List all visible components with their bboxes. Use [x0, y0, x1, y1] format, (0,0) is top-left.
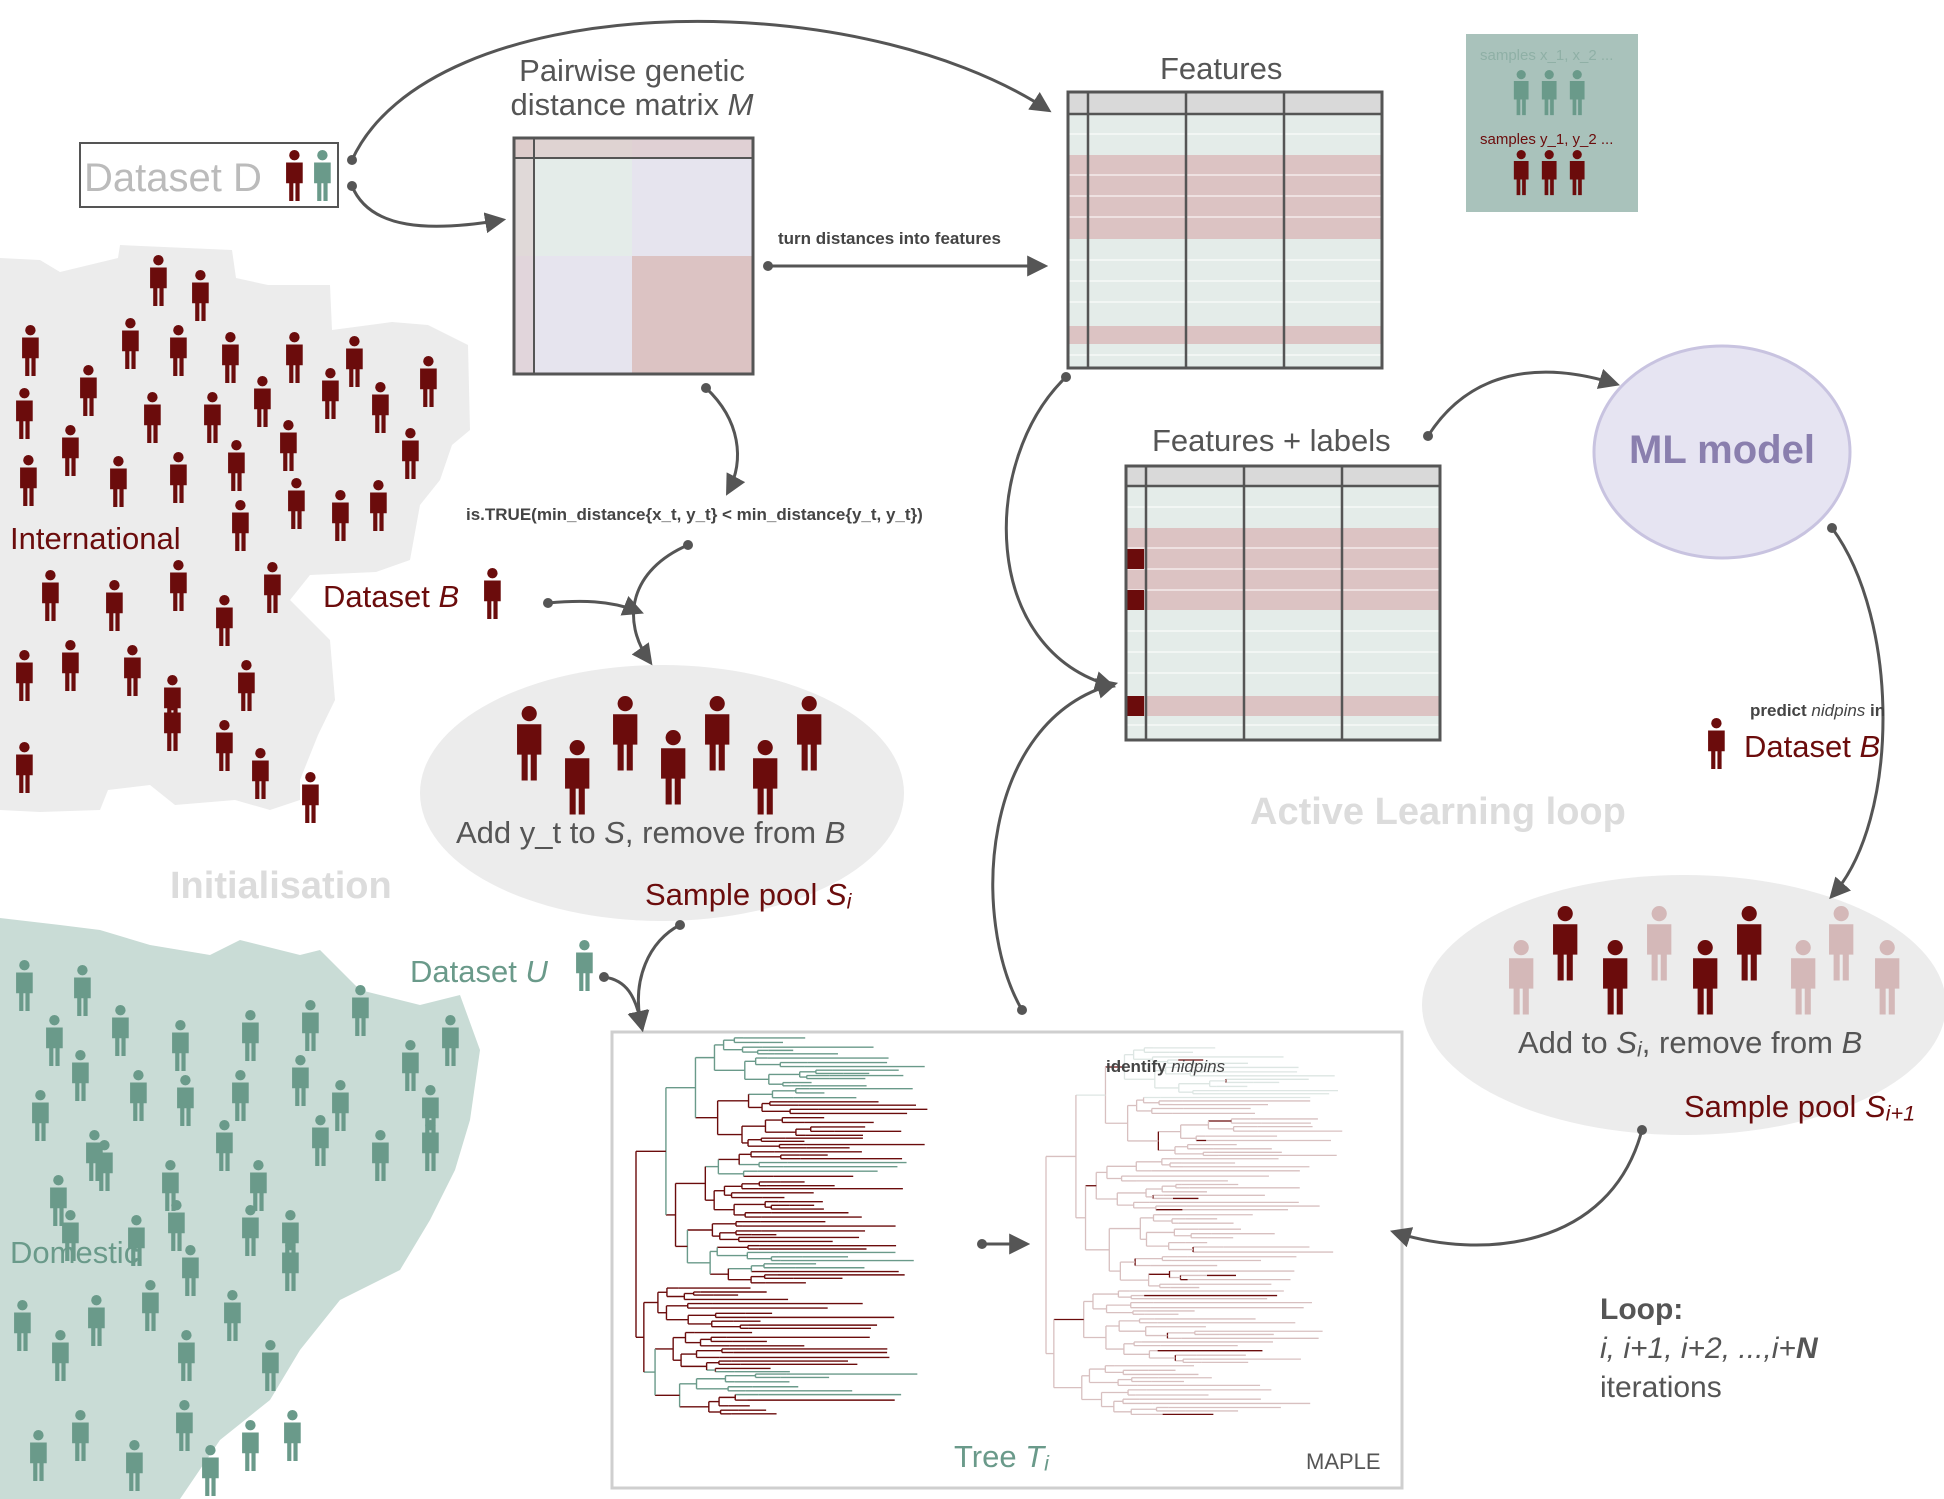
ml-model-ellipse: [1592, 344, 1852, 560]
predict-label: predict nidpins in: [1750, 701, 1886, 721]
ml-model-label: ML model: [1629, 428, 1815, 472]
features-labels-title: Features + labels: [1152, 423, 1391, 458]
tree-label: Tree Ti: [954, 1439, 1049, 1476]
loop-iterations: iterations: [1600, 1371, 1722, 1404]
person-icon: [484, 568, 501, 619]
predict-var: nidpins: [1811, 701, 1866, 720]
features-table: [1066, 90, 1384, 370]
predict-text: predict: [1750, 701, 1807, 720]
add-to-label: Add to Si, remove from B: [1518, 1025, 1863, 1062]
dataset-d-label: Dataset D: [84, 156, 262, 200]
maple-label: MAPLE: [1306, 1449, 1381, 1474]
matrix-title-line2: distance matrix M: [500, 88, 764, 122]
sample-pool-i1-text: Sample pool: [1684, 1089, 1857, 1124]
loop-label: Loop: i, i+1, i+2, ...,i+N iterations: [1600, 1290, 1818, 1407]
add-y-t-var: S: [604, 815, 625, 850]
add-to-text2: , remove from: [1641, 1025, 1833, 1060]
dataset-u-label: Dataset U: [410, 954, 548, 989]
arrow-icon: [1390, 1129, 1644, 1248]
add-to-var: S: [1616, 1025, 1637, 1060]
add-y-t-label: Add y_t to S, remove from B: [456, 815, 846, 850]
person-icon: [284, 1410, 301, 1461]
dataset-b-text: Dataset: [323, 579, 430, 614]
matrix-title-var: M: [727, 87, 754, 123]
international-label: International: [10, 521, 181, 556]
sample-pool-i-text: Sample pool: [645, 877, 818, 912]
arrow-dots: [347, 155, 1837, 1249]
arrows: [350, 19, 1885, 1255]
tree-var: T: [1025, 1439, 1045, 1474]
domestic-label: Domestic: [10, 1235, 140, 1270]
loop-seq-text: i, i+1, i+2, ...,i+: [1600, 1332, 1796, 1365]
features-title: Features: [1160, 51, 1283, 86]
sample-pool-i-label: Sample pool Si: [645, 877, 852, 914]
arrow-icon: [991, 678, 1119, 1011]
arrow-icon: [1426, 368, 1621, 437]
sample-pool-i1-var: S: [1864, 1089, 1886, 1124]
arrow-icon: [350, 185, 507, 234]
dataset-u-text: Dataset: [410, 954, 517, 989]
active-learning-label: Active Learning loop: [1250, 791, 1626, 833]
arrow-icon: [704, 386, 746, 496]
domestic-region: [0, 918, 480, 1499]
add-y-t-text2: , remove from: [624, 815, 817, 850]
arrow-icon: [1829, 527, 1885, 900]
add-y-t-var2: B: [824, 815, 846, 850]
identify-label: identify nidpins: [1106, 1057, 1226, 1077]
arrow-icon: [631, 543, 689, 666]
initialisation-label: Initialisation: [170, 865, 392, 907]
arrow-icon: [547, 596, 644, 616]
add-y-t-text1: Add y_t to: [456, 815, 596, 850]
tree-text: Tree: [954, 1439, 1017, 1474]
features-labels-table: [1124, 464, 1442, 742]
person-icon: [1708, 718, 1725, 769]
loop-seq: i, i+1, i+2, ...,i+N: [1600, 1329, 1818, 1368]
arrow-icon: [350, 19, 1052, 161]
person-icon: [576, 940, 593, 991]
legend-y-label: samples y_1, y_2 ...: [1480, 131, 1614, 148]
dataset-b2-var: B: [1859, 729, 1881, 764]
arrow-icon: [1004, 375, 1117, 692]
predict-in: in: [1870, 701, 1886, 720]
dataset-b2-text: Dataset: [1744, 729, 1851, 764]
loop-seq-n: N: [1795, 1332, 1818, 1365]
add-to-var2: B: [1841, 1025, 1863, 1060]
legend-x-label: samples x_1, x_2 ...: [1480, 47, 1614, 64]
phylogenetic-trees: [635, 1037, 1343, 1416]
matrix-title: Pairwise genetic distance matrix M: [500, 53, 764, 122]
turn-distances-label: turn distances into features: [778, 229, 1001, 248]
arrow-icon: [627, 923, 681, 1033]
sample-pool-i1-ellipse: [1422, 875, 1944, 1135]
identify-text: identify: [1106, 1057, 1167, 1076]
dataset-b-label: Dataset B: [323, 579, 460, 614]
person-icon: [302, 772, 319, 823]
tree-sub: i: [1044, 1450, 1049, 1476]
matrix-title-line1: Pairwise genetic: [519, 53, 745, 88]
person-icon: [242, 1420, 259, 1471]
matrix-title-text: distance matrix: [510, 87, 719, 123]
dataset-b-var: B: [438, 579, 460, 614]
add-to-text1: Add to: [1518, 1025, 1608, 1060]
sample-pool-i-sub: i: [846, 888, 852, 914]
arrow-icon: [603, 975, 650, 1033]
condition-label: is.TRUE(min_distance{x_t, y_t} < min_dis…: [466, 505, 923, 524]
add-to-sub: i: [1636, 1036, 1642, 1062]
dataset-b2-label: Dataset B: [1744, 729, 1881, 764]
distance-matrix: [512, 136, 755, 376]
loop-title: Loop:: [1600, 1293, 1684, 1326]
identify-var: nidpins: [1171, 1057, 1226, 1076]
tree-box: [610, 1030, 1404, 1490]
dataset-u-var: U: [525, 954, 548, 989]
sample-pool-i1-label: Sample pool Si+1: [1684, 1089, 1916, 1126]
sample-pool-i1-sub: i+1: [1885, 1100, 1916, 1126]
sample-pool-i-var: S: [825, 877, 847, 912]
